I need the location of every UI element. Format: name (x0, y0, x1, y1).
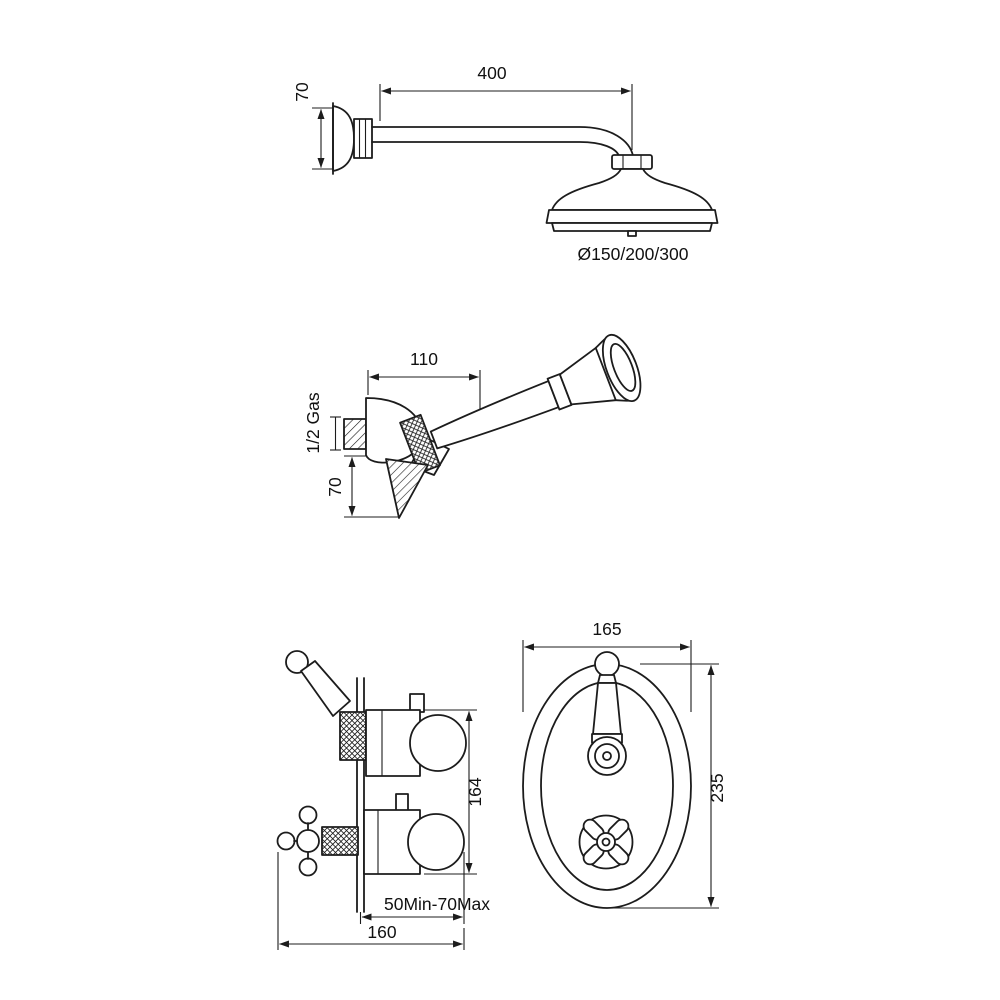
body-dome-cap (407, 813, 465, 871)
flange-escutcheon (332, 105, 355, 172)
knurl-ring-fill (340, 712, 366, 760)
dim-flange-height-label: 70 (292, 82, 312, 102)
head-rim-lower (551, 222, 713, 232)
swivel-nut-knurl (400, 414, 440, 474)
dim-valve-height-label: 164 (465, 777, 485, 806)
dim-head-diameter-label: Ø150/200/300 (578, 244, 689, 264)
dim-plate-height: 235 (614, 663, 727, 909)
dim-total-width-label: 160 (367, 922, 396, 942)
dim-recess-depth-label: 50Min-70Max (384, 894, 490, 914)
body-dome-cap (409, 714, 467, 772)
head-bell (551, 168, 713, 211)
top-valve-body (339, 693, 467, 777)
handset-handle (429, 380, 560, 450)
dim-valve-height: 164 (424, 709, 485, 875)
dim-bracket-projection-label: 110 (410, 349, 438, 369)
dim-flange-height: 70 (292, 82, 336, 170)
temperature-lever-side (285, 650, 351, 717)
flow-cross-handle-front (578, 814, 634, 870)
dim-recess-depth: 50Min-70Max (359, 852, 490, 924)
dim-thread-size: 1/2 Gas (303, 392, 341, 454)
cross-arms (582, 818, 630, 866)
overhead-shower-view: 400 70 Ø150/200/300 (292, 63, 719, 264)
flange-collar (353, 118, 373, 159)
arm-tube-top (371, 126, 634, 157)
bottom-valve-body (321, 793, 465, 875)
arm-nut (611, 154, 653, 170)
wall-flange (332, 102, 373, 175)
cross-arm-ball (276, 831, 296, 851)
cross-hub (296, 829, 320, 853)
wall-section-hatch (385, 458, 429, 519)
shower-arm (371, 126, 653, 170)
lever-grip (300, 660, 351, 717)
lever-grip (592, 682, 622, 735)
dim-arm-length-label: 400 (477, 63, 506, 83)
lever-hub-center (602, 751, 612, 761)
dim-bracket-projection: 110 (367, 349, 481, 410)
swivel-nut (399, 413, 441, 475)
dim-total-width: 160 (277, 852, 465, 950)
thread-hatch (344, 419, 366, 449)
valve-side-view: 164 50Min-70Max 160 (276, 650, 490, 950)
dim-plate-height-label: 235 (707, 773, 727, 802)
dim-plate-width: 165 (522, 619, 692, 712)
temperature-lever-front (587, 651, 627, 776)
dim-plate-width-label: 165 (592, 619, 621, 639)
spray-plate-nut (627, 230, 637, 237)
lever-neck (597, 674, 617, 684)
arm-tube-bottom (371, 141, 620, 157)
wall-section-fill (386, 459, 428, 518)
flow-cross-handle-side (276, 805, 320, 877)
wall-supply-elbow (343, 397, 424, 464)
cross-hub-center (601, 837, 611, 847)
valve-front-view: 165 235 (522, 619, 727, 909)
cross-arm-ball (298, 857, 318, 877)
lever-pommel (285, 650, 309, 674)
cross-arm-ball (298, 805, 318, 825)
lever-pommel (594, 651, 620, 677)
head-rim-upper (545, 209, 719, 224)
shower-head (545, 168, 719, 237)
hand-shower (429, 333, 642, 450)
dim-drop-label: 70 (325, 477, 345, 497)
dim-thread-size-label: 1/2 Gas (303, 392, 323, 454)
dim-drop: 70 (325, 455, 400, 518)
dim-arm-length: 400 (379, 63, 633, 150)
handset-face-inner (609, 342, 637, 392)
knurl-ring-fill (322, 827, 358, 855)
hand-shower-view: 110 1/2 Gas 70 (303, 333, 642, 519)
